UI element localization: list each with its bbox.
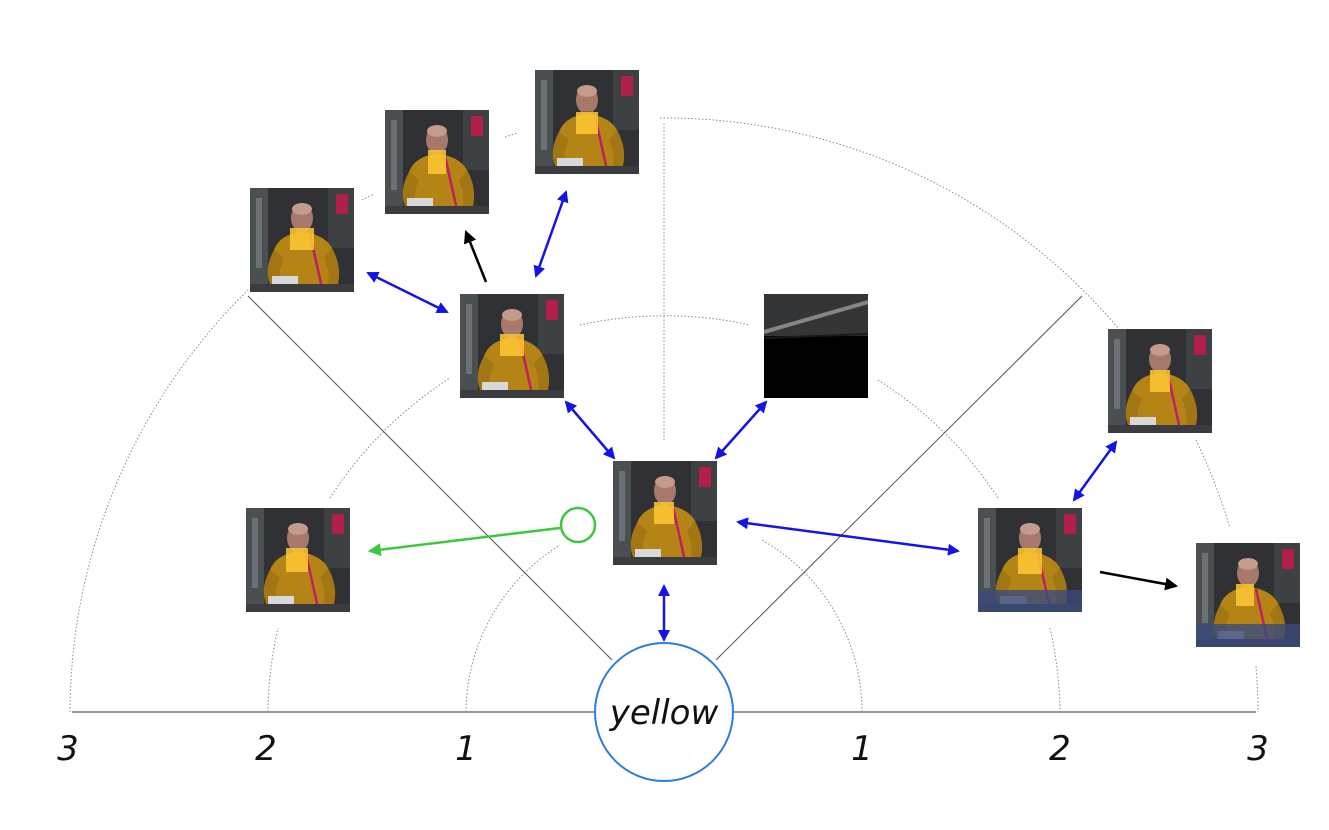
ring-3-left-gap-arc	[361, 193, 375, 201]
arrow-center-right	[736, 517, 960, 556]
center-label: yellow	[609, 693, 719, 733]
ring-2-right-low-arc	[1049, 627, 1061, 713]
ring-3-right-low-arc	[1255, 665, 1259, 713]
blue-cloth	[978, 590, 1082, 612]
highlight-region	[576, 112, 598, 134]
relation-arrows	[366, 190, 1179, 642]
left-level2-patch[interactable]	[246, 508, 350, 612]
tick-right-3: 3	[1247, 729, 1269, 769]
ring-1-right-arc	[761, 539, 863, 713]
arrow-level1-far-left	[366, 271, 449, 314]
tick-right-1: 1	[851, 729, 873, 769]
center-patch[interactable]	[613, 461, 717, 565]
far-right-level3-patch[interactable]	[1196, 543, 1300, 647]
tick-right-2: 2	[1049, 729, 1071, 769]
ring-3-top-gap-arc	[504, 132, 519, 138]
tick-left-1: 1	[455, 729, 477, 769]
blue-cloth	[1196, 624, 1300, 647]
highlight-region	[1236, 584, 1254, 606]
arrow-center-upper-right	[714, 400, 768, 460]
arrow-negative-left	[367, 526, 561, 557]
right-diagonal	[715, 295, 1083, 661]
ring-3-left-arc	[69, 289, 249, 713]
tick-left-3: 3	[57, 729, 79, 769]
right-level2-patch[interactable]	[978, 508, 1082, 612]
highlight-region	[500, 334, 524, 356]
highlight-region	[290, 228, 314, 250]
highlight-region	[286, 548, 308, 572]
ring-3-right-mid-arc	[1195, 439, 1231, 529]
upper-right-level1-patch[interactable]	[764, 294, 868, 398]
diagonal-guides	[247, 295, 1083, 661]
far-left-level3-patch[interactable]	[250, 188, 354, 292]
arrow-to-top-mid	[463, 229, 488, 283]
ring-1-left-arc	[465, 544, 561, 713]
center-circle[interactable]	[594, 642, 734, 782]
tick-left-2: 2	[255, 729, 277, 769]
arrow-to-far-right	[1099, 570, 1179, 591]
ring-2-left-low-arc	[267, 627, 279, 713]
highlight-region	[1150, 370, 1170, 392]
highlight-region	[428, 150, 446, 174]
ring-3-right-arc	[659, 117, 1119, 329]
arrow-center-upper-left	[564, 400, 616, 460]
ring-2-top-arc	[579, 315, 751, 326]
top-mid-level3-patch[interactable]	[385, 110, 489, 214]
center-concept[interactable]: yellow	[594, 642, 734, 782]
negative-origin-circle	[559, 506, 597, 544]
image-patches	[246, 70, 1300, 647]
left-diagonal	[247, 295, 613, 661]
highlight-region	[654, 502, 674, 524]
top-right-level3-patch[interactable]	[535, 70, 639, 174]
right-upper-level3-patch[interactable]	[1108, 329, 1212, 433]
upper-left-level1-patch[interactable]	[460, 294, 564, 398]
axis-tick-labels: 3 2 1 1 2 3	[57, 729, 1269, 769]
arrow-right-upper	[1072, 440, 1118, 502]
arrow-level1-top-right	[533, 190, 569, 278]
highlight-region	[1018, 548, 1042, 574]
